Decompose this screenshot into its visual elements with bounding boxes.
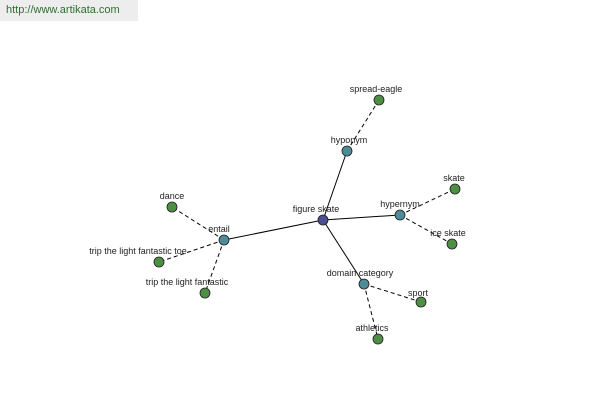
node-label-spread-eagle: spread-eagle bbox=[350, 84, 403, 94]
node-figure-skate[interactable]: figure skate bbox=[293, 204, 340, 226]
node-label-sport: sport bbox=[408, 288, 429, 298]
edge-figure-skate-to-domain-category bbox=[322, 219, 365, 285]
node-label-domain-category: domain category bbox=[327, 268, 394, 278]
node-label-entail: entail bbox=[208, 224, 230, 234]
node-dot-trip-the-light-fantastic-toe[interactable] bbox=[153, 256, 165, 268]
edges-layer bbox=[158, 99, 456, 340]
edge-entail-to-trip-the-light-fantastic bbox=[204, 239, 225, 294]
node-hypernym[interactable]: hypernym bbox=[380, 199, 420, 221]
node-label-figure-skate: figure skate bbox=[293, 204, 340, 214]
node-dot-entail[interactable] bbox=[218, 234, 230, 246]
node-entail[interactable]: entail bbox=[208, 224, 230, 246]
node-dot-hyponym[interactable] bbox=[341, 145, 353, 157]
node-hyponym[interactable]: hyponym bbox=[331, 135, 368, 157]
edge-domain-category-to-sport bbox=[363, 283, 422, 303]
node-label-dance: dance bbox=[160, 191, 185, 201]
node-label-hyponym: hyponym bbox=[331, 135, 368, 145]
node-dot-domain-category[interactable] bbox=[358, 278, 370, 290]
edge-hyponym-to-spread-eagle bbox=[346, 99, 380, 152]
node-dot-figure-skate[interactable] bbox=[317, 214, 329, 226]
edge-domain-category-to-athletics bbox=[363, 283, 379, 340]
edge-figure-skate-to-hypernym bbox=[322, 214, 401, 221]
node-dot-hypernym[interactable] bbox=[394, 209, 406, 221]
node-dot-spread-eagle[interactable] bbox=[373, 94, 385, 106]
nodes-layer: figure skate hyponym spread-eagle hypernym s… bbox=[89, 84, 466, 345]
node-label-hypernym: hypernym bbox=[380, 199, 420, 209]
node-domain-category[interactable]: domain category bbox=[327, 268, 394, 290]
node-trip-the-light-fantastic[interactable]: trip the light fantastic bbox=[146, 277, 229, 299]
node-dot-ice-skate[interactable] bbox=[446, 238, 458, 250]
node-athletics[interactable]: athletics bbox=[355, 323, 389, 345]
edge-figure-skate-to-hyponym bbox=[322, 150, 348, 221]
url-banner: http://www.artikata.com bbox=[0, 0, 138, 21]
edge-entail-to-trip-the-light-fantastic-toe bbox=[158, 239, 225, 263]
edge-hypernym-to-ice-skate bbox=[399, 214, 453, 245]
node-dot-trip-the-light-fantastic[interactable] bbox=[199, 287, 211, 299]
node-ice-skate[interactable]: ice skate bbox=[430, 228, 466, 250]
edge-hypernym-to-skate bbox=[399, 188, 456, 216]
node-dot-dance[interactable] bbox=[166, 201, 178, 213]
node-dot-athletics[interactable] bbox=[372, 333, 384, 345]
node-spread-eagle[interactable]: spread-eagle bbox=[350, 84, 403, 106]
node-label-trip-the-light-fantastic: trip the light fantastic bbox=[146, 277, 229, 287]
node-dance[interactable]: dance bbox=[160, 191, 185, 213]
node-label-skate: skate bbox=[443, 173, 465, 183]
node-sport[interactable]: sport bbox=[408, 288, 429, 308]
node-trip-the-light-fantastic-toe[interactable]: trip the light fantastic toe bbox=[89, 246, 187, 268]
site-url-link[interactable]: http://www.artikata.com bbox=[6, 4, 120, 16]
edge-figure-skate-to-entail bbox=[223, 219, 324, 241]
node-skate[interactable]: skate bbox=[443, 173, 465, 195]
node-label-trip-the-light-fantastic-toe: trip the light fantastic toe bbox=[89, 246, 187, 256]
node-dot-sport[interactable] bbox=[415, 296, 427, 308]
node-label-athletics: athletics bbox=[355, 323, 389, 333]
node-label-ice-skate: ice skate bbox=[430, 228, 466, 238]
node-dot-skate[interactable] bbox=[449, 183, 461, 195]
edge-entail-to-dance bbox=[171, 206, 225, 241]
